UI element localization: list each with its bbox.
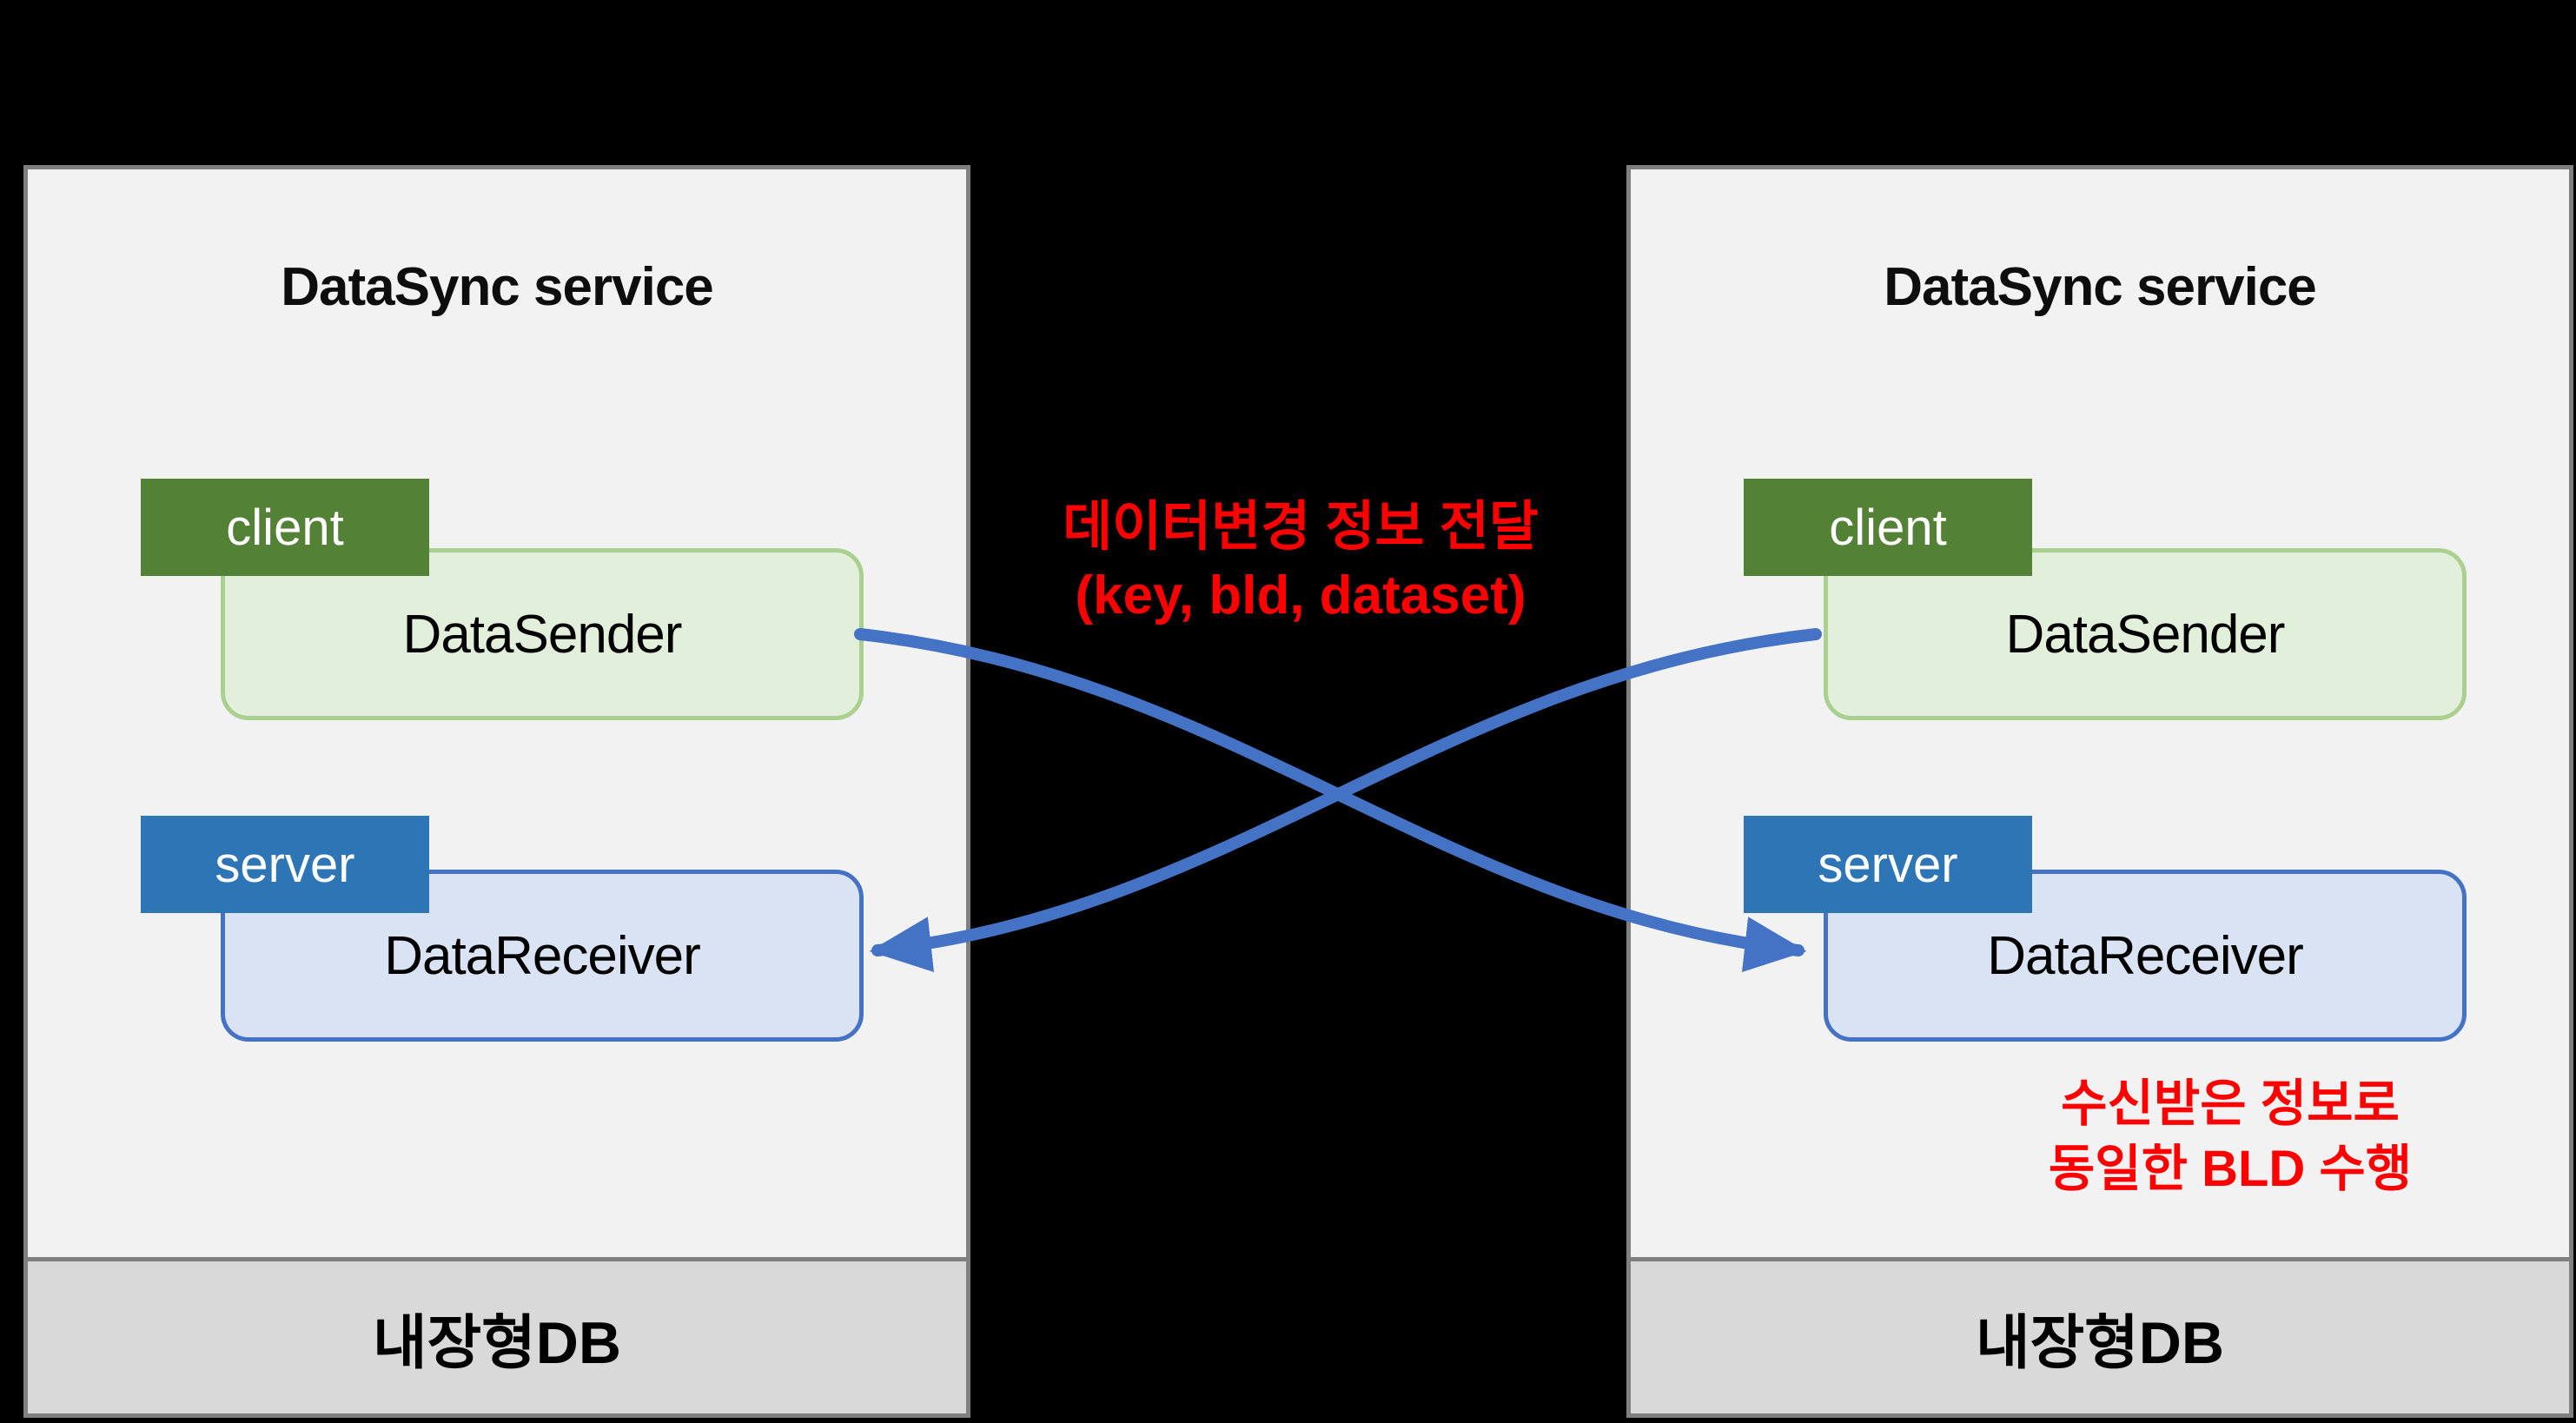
client-tag: client [1744, 479, 2032, 576]
server-tag-label: server [1818, 836, 1958, 893]
server-tag: server [141, 816, 429, 913]
embedded-db-bar: 내장형DB [28, 1257, 966, 1413]
transfer-annotation-line1: 데이터변경 정보 전달 [1063, 497, 1539, 557]
datareceiver-label: DataReceiver [384, 925, 701, 986]
embedded-db-label: 내장형DB [373, 1310, 621, 1376]
datareceiver-box: DataReceiver [1824, 870, 2467, 1042]
embedded-db-label: 내장형DB [1976, 1310, 2224, 1376]
datasender-box: DataSender [221, 548, 864, 720]
bld-annotation-line1: 수신받은 정보로 [2061, 1076, 2400, 1132]
datasender-box: DataSender [1824, 548, 2467, 720]
bld-annotation: 수신받은 정보로 동일한 BLD 수행 [1917, 1071, 2543, 1202]
datareceiver-label: DataReceiver [1987, 925, 2304, 986]
client-tag: client [141, 479, 429, 576]
embedded-db-bar: 내장형DB [1631, 1257, 2569, 1413]
panel-title: DataSync service [1884, 257, 2317, 317]
datasync-service-panel-right: DataSync service client DataSender serve… [1626, 165, 2573, 1418]
client-tag-label: client [226, 499, 344, 556]
bld-annotation-line2: 동일한 BLD 수행 [2048, 1141, 2413, 1198]
transfer-annotation-line2: (key, bld, dataset) [1075, 565, 1526, 625]
server-tag: server [1744, 816, 2032, 913]
transfer-annotation: 데이터변경 정보 전달 (key, bld, dataset) [936, 493, 1665, 630]
server-tag-label: server [215, 836, 355, 893]
datasync-service-panel-left: DataSync service client DataSender serve… [23, 165, 970, 1418]
datasender-label: DataSender [402, 604, 683, 665]
datasender-label: DataSender [2005, 604, 2286, 665]
datareceiver-box: DataReceiver [221, 870, 864, 1042]
panel-title: DataSync service [281, 257, 714, 317]
client-tag-label: client [1829, 499, 1947, 556]
